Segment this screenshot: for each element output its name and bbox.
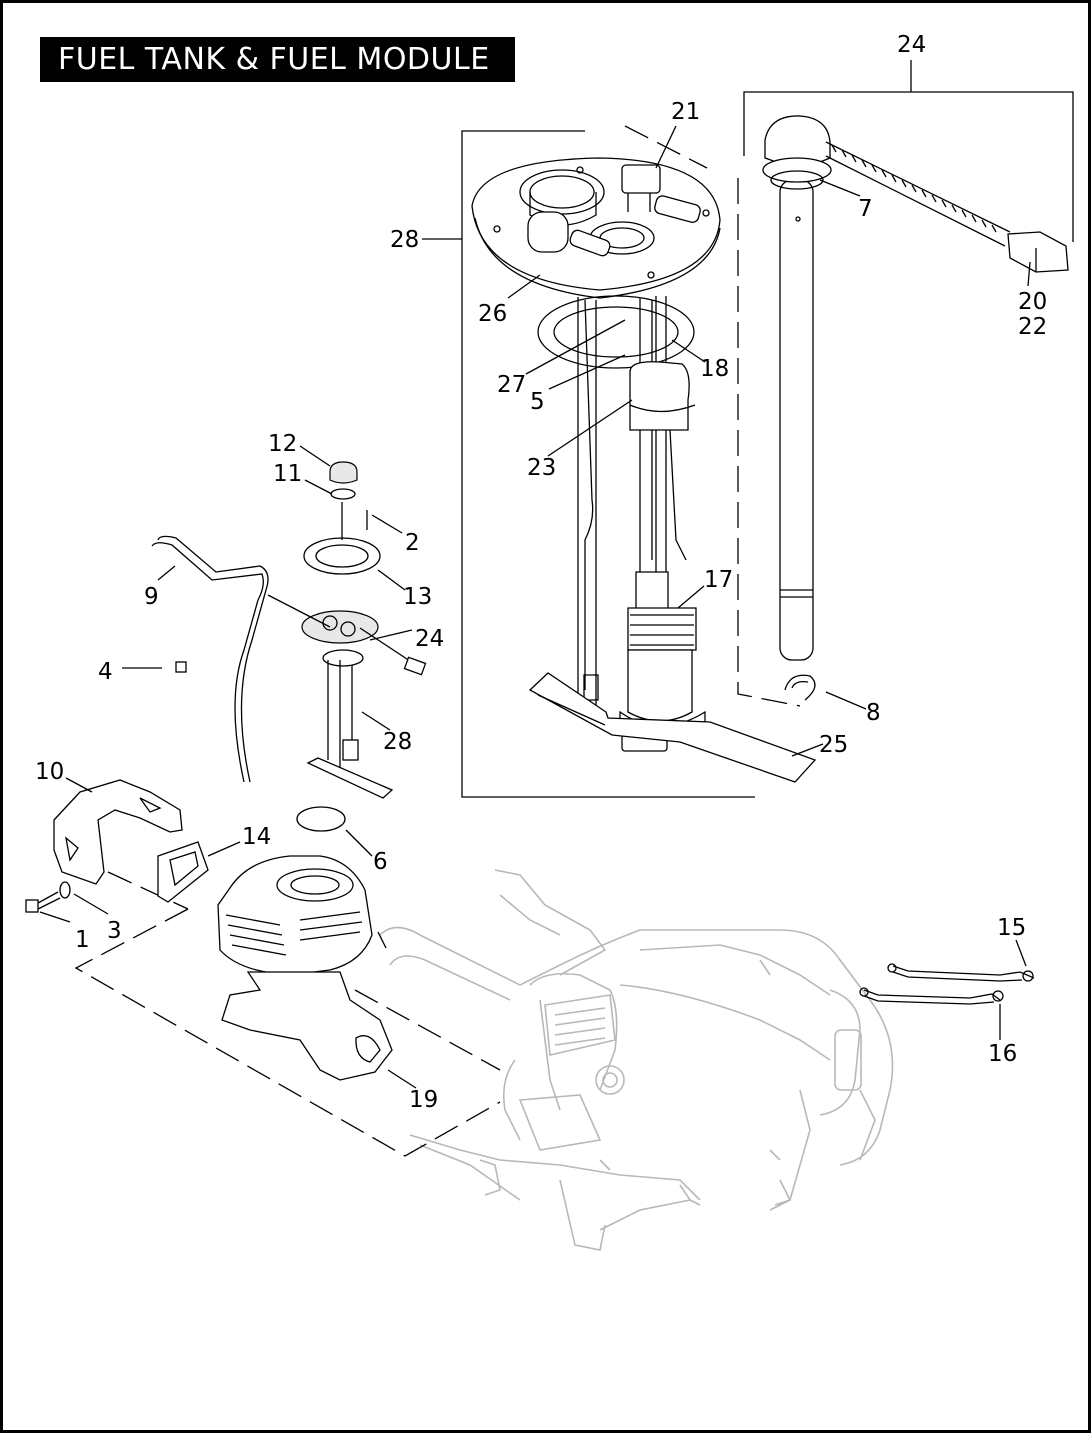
callout-label: 1 [75, 927, 90, 953]
module-o-ring [296, 806, 346, 832]
page-title: FUEL TANK & FUEL MODULE [40, 37, 515, 82]
callout-label: 10 [35, 759, 64, 785]
callout-label: 18 [700, 356, 729, 382]
callout-label: 15 [997, 915, 1026, 941]
callout-label: 17 [704, 567, 733, 593]
callout-label: 14 [242, 824, 271, 850]
callout-label: 26 [478, 301, 507, 327]
fuel-tank [217, 855, 393, 1081]
fuel-lines [859, 963, 1035, 1005]
callout-label: 16 [988, 1041, 1017, 1067]
sender-bracket [743, 91, 1074, 242]
retaining-clip [784, 674, 816, 701]
callout-label: 5 [530, 389, 545, 415]
callout-label: 6 [373, 849, 388, 875]
filler-cap [329, 461, 358, 500]
callout-label: 9 [144, 584, 159, 610]
frame-illustration [379, 869, 894, 1251]
callout-label: 24 [897, 32, 926, 58]
module-bracket [461, 130, 755, 798]
fuel-pump-module-body [577, 296, 706, 752]
module-gasket [303, 537, 381, 575]
callout-label: 22 [1018, 314, 1047, 340]
fuel-strainer [528, 672, 817, 783]
callout-label: 12 [268, 431, 297, 457]
vent-line [151, 535, 331, 783]
fuel-module-flange [471, 157, 721, 299]
callout-label: 25 [819, 732, 848, 758]
callout-label: 8 [866, 700, 881, 726]
callout-label: 21 [671, 99, 700, 125]
callout-label: 13 [403, 584, 432, 610]
callout-label: 3 [107, 918, 122, 944]
callout-label: 24 [415, 626, 444, 652]
callout-label: 20 [1018, 289, 1047, 315]
large-o-ring [537, 295, 695, 369]
callout-labels: 24 21 7 28 20 22 26 18 27 5 23 12 11 2 1… [35, 32, 1047, 1113]
hose-clamp [175, 661, 187, 673]
mounting-bracket [53, 779, 183, 885]
fuel-level-sender [762, 115, 1069, 661]
gasket-pad [157, 841, 209, 903]
bolt-and-washer [25, 881, 71, 913]
callout-label: 7 [858, 196, 873, 222]
leader-lines [39, 125, 1031, 1089]
fuel-module-small [301, 610, 427, 799]
callout-label: 28 [383, 729, 412, 755]
callout-label: 28 [390, 227, 419, 253]
callout-label: 27 [497, 372, 526, 398]
callout-label: 23 [527, 455, 556, 481]
callout-label: 19 [409, 1087, 438, 1113]
callout-label: 11 [273, 461, 302, 487]
callout-label: 2 [405, 530, 420, 556]
callout-label: 4 [98, 659, 113, 685]
